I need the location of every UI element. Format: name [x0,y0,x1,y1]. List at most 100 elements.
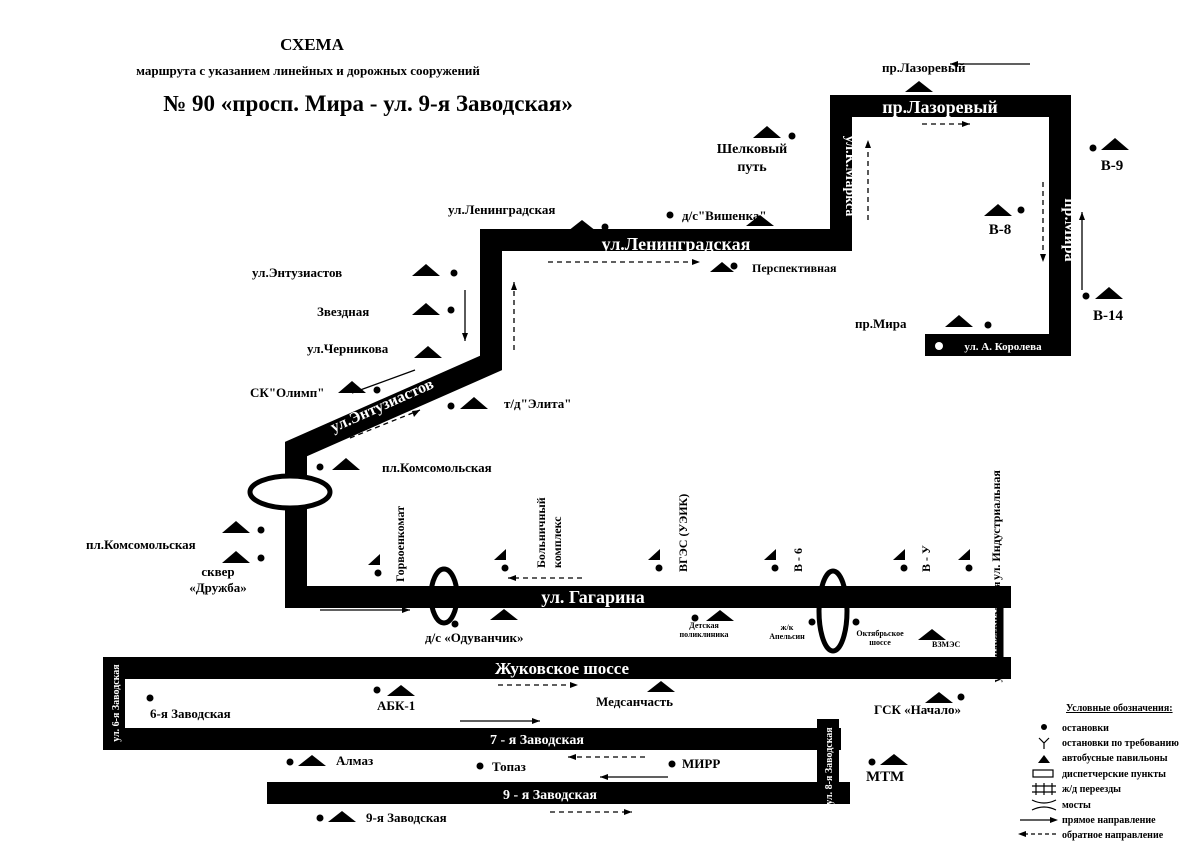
stop-label: В-14 [1093,308,1124,324]
stop-label: ВГЭС (УЭИК) [676,494,690,572]
pavilion-icon [918,629,946,640]
pavilion-icon [764,549,776,560]
stop-label: МТМ [866,769,904,785]
legend-item: прямое направление [1062,815,1156,826]
street-label-marksa: ул.К.Маркса [842,136,857,217]
pavilion-icon [490,609,518,620]
stop-label: путь [737,160,767,175]
street-label-6-zavodskaya: ул. 6-я Заводская [111,664,122,742]
road-6-zavodskaya [103,657,841,750]
stop-label: Апельсин [769,632,805,641]
legend-item: остановки [1062,723,1109,734]
stop-label: Медсанчасть [596,694,673,709]
stop-label: д/с «Одуванчик» [425,630,524,645]
pavilion-icon [298,755,326,766]
street-label-lazorevy: пр.Лазоревый [882,97,998,117]
legend-item: мосты [1062,800,1091,811]
route-title: № 90 «просп. Мира - ул. 9-я Заводская» [163,91,573,116]
pavilion-icon [905,81,933,92]
request-stop-icon [1038,737,1050,749]
stop-label: Октябрьское [856,629,904,638]
stop-label: В - У [919,545,933,572]
direction-arrows [320,61,1085,815]
bridge-gagarina-west [428,566,460,626]
pavilion-icon [945,315,973,327]
stop-dot-icon [1041,724,1047,730]
terminal-stop-koroleva [935,342,943,350]
pavilion-icon [414,346,442,358]
stop-label: ВЗМЭС [932,640,961,649]
pavilion-icon [647,681,675,692]
pavilion-icon [753,126,781,138]
street-label-zhukovskoe: Жуковское шоссе [495,659,630,678]
pavilion-icon [412,264,440,276]
pavilion-icon [222,521,250,533]
stop-label: В-8 [989,222,1012,238]
street-label-9-zavodskaya: 9 - я Заводская [503,788,597,803]
stop-label: В-9 [1101,158,1124,174]
stop-label: В - 6 [791,548,805,572]
stop-label: АБК-1 [377,698,415,713]
street-label-8-zavodskaya: ул. 8-я Заводская [824,727,835,805]
pavilion-icon [710,262,734,272]
street-label-koroleva: ул. А. Королева [964,341,1042,353]
stop-label: СК"Олимп" [250,385,325,400]
pavilion-icon [1038,755,1050,763]
bridge-icon [1031,799,1057,811]
street-label-leningradskaya: ул.Ленинградская [602,234,751,254]
scheme-title: СХЕМА [280,35,344,54]
stop-label: ГСК «Начало» [874,702,961,717]
stop-label: ул.Ленинградская [448,202,555,217]
route-road-north [285,95,1071,608]
stop-label: д/с"Вишенка" [682,208,767,223]
legend-item: ж/д переезды [1062,784,1121,795]
railway-crossing-icon [1032,783,1056,795]
dispatch-point-icon [1032,769,1054,778]
pavilion-icon [460,397,488,409]
legend-item: автобусные павильоны [1062,753,1168,764]
pavilion-icon [368,554,380,565]
stop-label: «Дружба» [189,580,247,595]
stop-label: пл.Комсомольская [382,460,492,475]
stop-label: Топаз [492,759,526,774]
street-label-gagarina: ул. Гагарина [541,587,644,607]
stop-label: пл.Комсомольская [86,537,196,552]
pavilion-icon [958,549,970,560]
pavilion-icon [648,549,660,560]
stop-label: МИРР [682,756,720,771]
stop-label: Горвоенкомат [393,506,407,582]
street-label-industrialnaya: ул. Индустриальная [991,582,1003,683]
pavilion-icon [706,610,734,621]
stop-label: ул.Черникова [307,341,389,356]
stop-label: ул. Индустриальная [989,470,1003,580]
legend-item: остановки по требованию [1062,738,1179,749]
pavilion-icon [568,220,596,231]
pavilion-icon [332,458,360,470]
stop-label: Перспективная [752,261,837,275]
stop-labels: пр.Лазоревый Шелковый путь В-9 В-8 В-14 … [86,60,1124,825]
stop-label: сквер [201,564,234,579]
pavilion-icon [984,204,1012,216]
stop-symbols [146,81,1129,822]
pavilion-icon [746,215,774,226]
legend: Условные обозначения: остановки остановк… [1018,703,1179,841]
stop-label: шоссе [869,638,891,647]
stop-label: поликлиника [679,630,728,639]
stop-label: 6-я Заводская [150,706,231,721]
pavilion-icon [1101,138,1129,150]
pavilion-icon [387,685,415,696]
legend-item: обратное направление [1062,830,1164,841]
scheme-subtitle: маршрута с указанием линейных и дорожных… [136,63,480,78]
stop-label: Звездная [317,304,369,319]
stop-label: т/д"Элита" [504,396,571,411]
pavilion-icon [222,551,250,563]
legend-item: диспетчерские пункты [1062,769,1166,780]
bridge-komsomolskaya [247,473,333,511]
pavilion-icon [338,381,366,393]
pavilion-icon [880,754,908,765]
stop-label: комплекс [550,516,564,568]
stop-label: Шелковый [717,142,788,157]
pavilion-icon [1095,287,1123,299]
pavilion-icon [893,549,905,560]
